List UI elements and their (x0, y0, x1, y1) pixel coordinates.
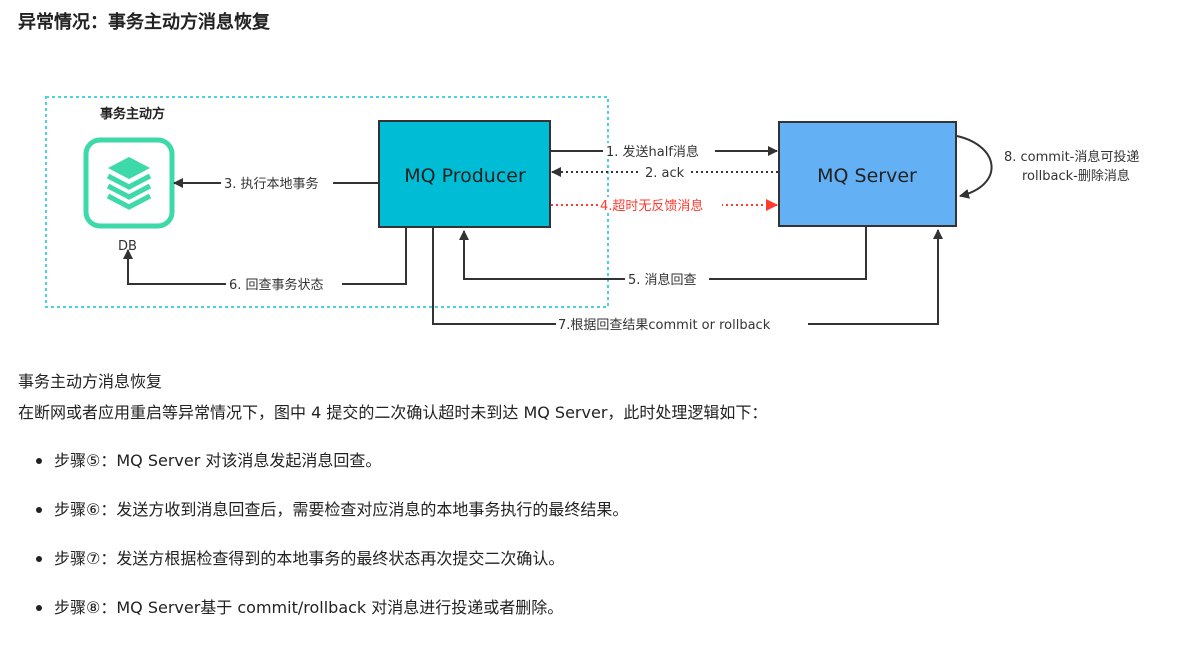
database-icon (83, 137, 175, 229)
step3-label: 3. 执行本地事务 (224, 176, 319, 192)
step8-label-line1: 8. commit-消息可投递 (1004, 149, 1139, 165)
arrow-step8 (956, 135, 993, 199)
list-item: 步骤⑦：发送方根据检查得到的本地事务的最终状态再次提交二次确认。 (32, 541, 628, 590)
step8-label-line2: rollback-删除消息 (1022, 168, 1130, 184)
group-label: 事务主动方 (100, 106, 165, 122)
step2-label: 2. ack (645, 166, 685, 181)
transaction-recovery-diagram: 事务主动方 DB MQ Producer MQ Server 1. 发送half… (45, 96, 1139, 333)
step4-label: 4.超时无反馈消息 (600, 198, 703, 214)
section-title: 事务主动方消息恢复 (18, 372, 163, 391)
step5-label: 5. 消息回查 (628, 272, 697, 288)
step6-label: 6. 回查事务状态 (229, 277, 324, 293)
list-item: 步骤⑤：MQ Server 对该消息发起消息回查。 (32, 443, 628, 492)
mq-server-label: MQ Server (817, 165, 917, 187)
arrow-step6 (123, 227, 407, 285)
mq-producer-box (378, 120, 551, 228)
intro-paragraph: 在断网或者应用重启等异常情况下，图中 4 提交的二次确认超时未到达 MQ Ser… (18, 403, 768, 422)
list-item: 步骤⑧：MQ Server基于 commit/rollback 对消息进行投递或… (32, 590, 628, 639)
mq-producer-label: MQ Producer (404, 165, 526, 187)
step1-label: 1. 发送half消息 (606, 144, 699, 160)
mq-server-box (778, 121, 957, 227)
list-item: 步骤⑥：发送方收到消息回查后，需要检查对应消息的本地事务执行的最终结果。 (32, 492, 628, 541)
step7-label: 7.根据回查结果commit or rollback (558, 318, 771, 333)
page-title: 异常情况：事务主动方消息恢复 (18, 12, 270, 33)
steps-list: 步骤⑤：MQ Server 对该消息发起消息回查。 步骤⑥：发送方收到消息回查后… (32, 443, 628, 639)
